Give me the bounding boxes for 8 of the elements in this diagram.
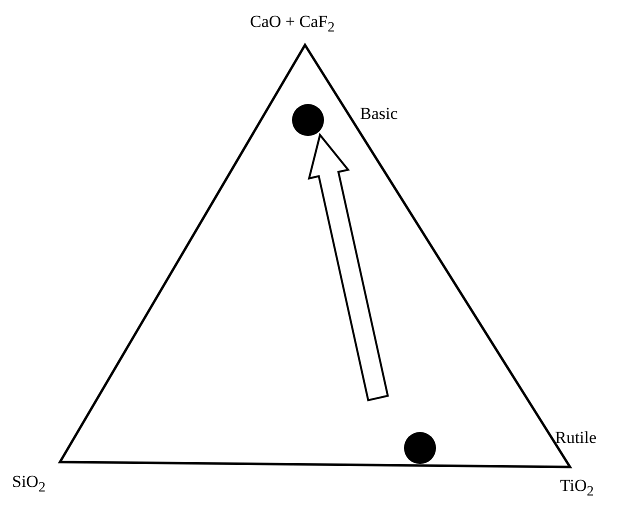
corner-label: SiO$_{2}$ [12, 472, 46, 496]
flux-type-label: Rutile [555, 428, 597, 448]
corner-label: TiO$_{2}$ [560, 476, 594, 500]
flux-type-label: Basic [360, 104, 398, 124]
corner-label: CaO + CaF$_{2}$ [250, 12, 335, 36]
hollow-arrow [308, 132, 389, 402]
composition-dot [292, 104, 324, 136]
composition-dot [404, 432, 436, 464]
